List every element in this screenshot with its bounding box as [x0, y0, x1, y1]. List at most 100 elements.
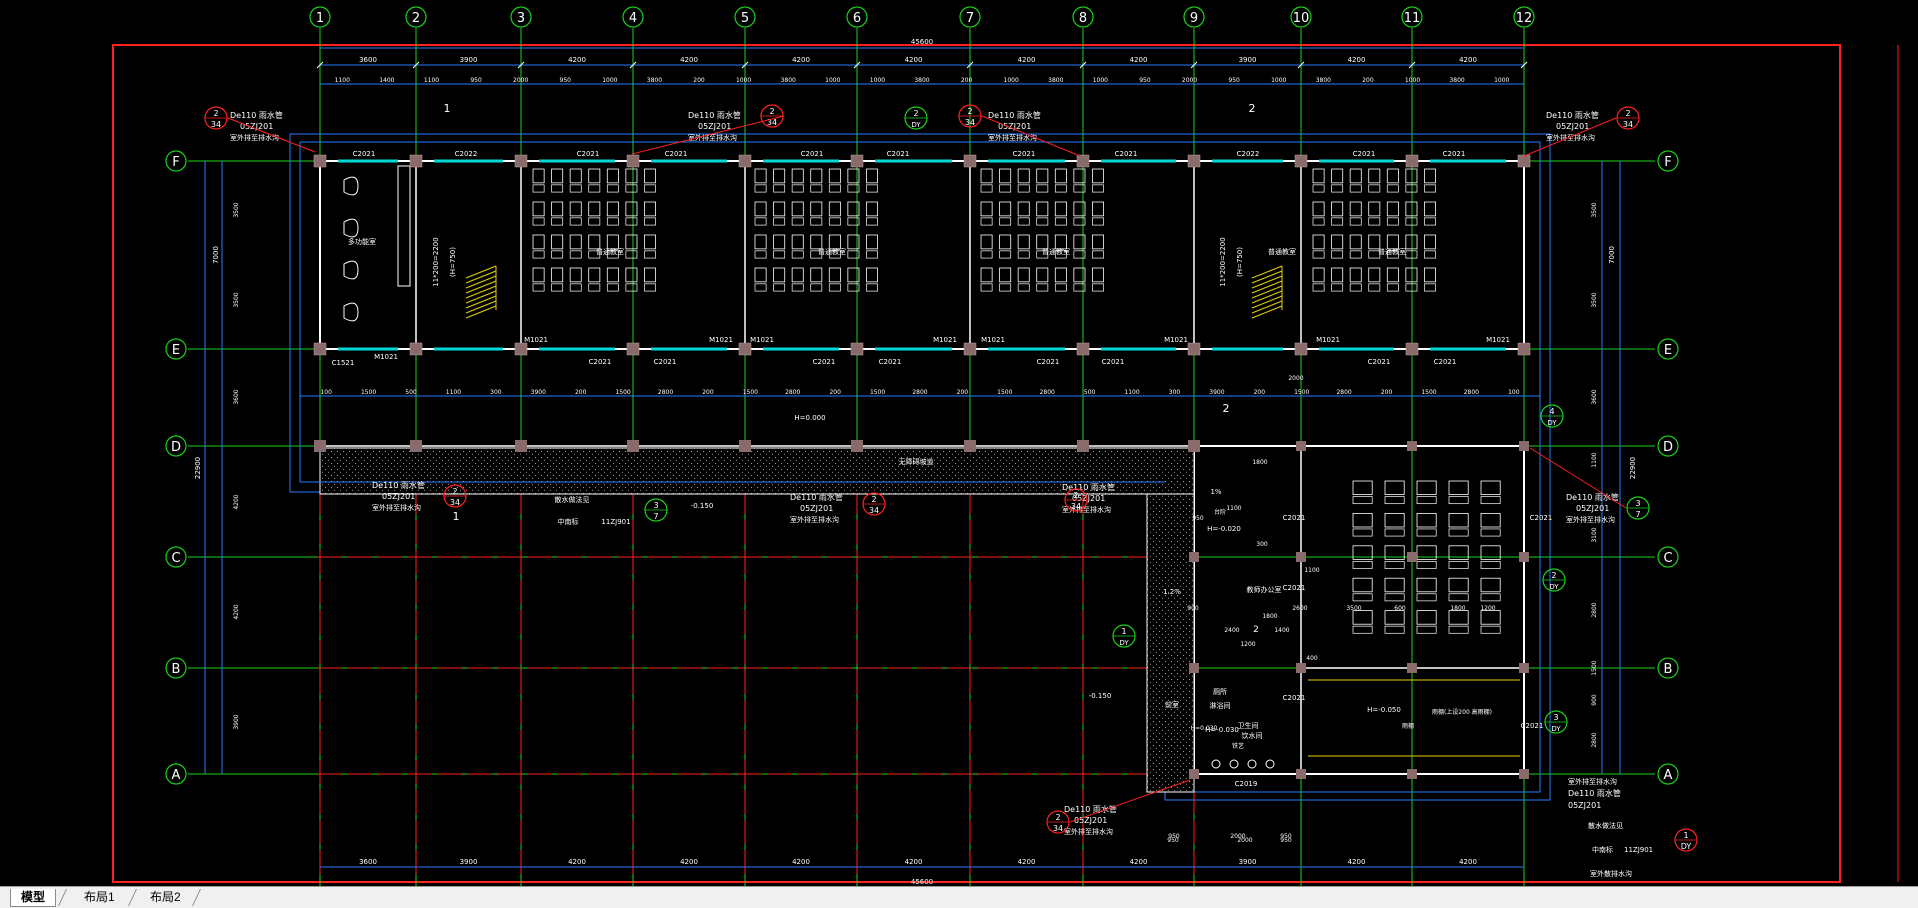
pipe-note: 室外排至排水沟 [1064, 827, 1113, 836]
dim-text: 300 [1169, 389, 1181, 396]
desk-chair [625, 250, 638, 259]
section-mark: 1 [453, 510, 460, 523]
desk [980, 168, 993, 184]
dim-text: 4200 [1348, 56, 1366, 64]
desk [1331, 168, 1344, 184]
callout-bottom: 34 [869, 506, 879, 515]
basin-fixture [1229, 759, 1239, 769]
column [1407, 552, 1417, 562]
axis-bubble-label: F [1664, 155, 1671, 170]
desk [1092, 234, 1104, 250]
desk-chair [625, 184, 638, 193]
stair-tread [1251, 265, 1283, 279]
tab-model[interactable]: 模型 [10, 889, 57, 907]
window-tag: C2022 [455, 150, 478, 158]
desk [1017, 234, 1030, 250]
desk [999, 168, 1012, 184]
desk [625, 201, 638, 217]
window-tag: C2021 [1037, 358, 1060, 366]
desk [625, 267, 638, 283]
desk [791, 168, 804, 184]
stair-tread [465, 300, 497, 314]
desk-chair [847, 283, 860, 292]
dim-text: 1500 [615, 389, 630, 396]
stair-tread [1251, 290, 1283, 304]
desk-chair [1480, 593, 1501, 602]
pipe-note: 05ZJ201 [1074, 816, 1107, 825]
desk [791, 234, 804, 250]
dim-text: 4200 [1130, 56, 1148, 64]
door-tag: M1021 [524, 336, 548, 344]
desk-chair [791, 283, 804, 292]
desk [606, 267, 619, 283]
tab-layout1[interactable]: 布局1 [84, 890, 115, 904]
desk [588, 168, 601, 184]
desk [1312, 267, 1325, 283]
dim-text: 2800 [658, 389, 673, 396]
desk-chair [1331, 184, 1344, 193]
column [851, 440, 863, 452]
tab-layout2[interactable]: 布局2 [150, 890, 181, 904]
desk-chair [551, 283, 564, 292]
desk [866, 168, 878, 184]
pipe-note: 05ZJ201 [1072, 494, 1105, 503]
desk [1448, 577, 1469, 593]
room-name: 前室 [1165, 700, 1179, 709]
axis-bubble-top [734, 6, 756, 28]
desk-chair [1054, 184, 1067, 193]
desk [1036, 267, 1049, 283]
desk [754, 267, 767, 283]
callout-bottom: 34 [1623, 120, 1633, 129]
stair-tread [1251, 305, 1283, 319]
stair-note: 11*200=2200 [1219, 237, 1227, 286]
dim-text: 3500 [233, 202, 240, 217]
callout-bottom: 7 [1635, 510, 1640, 519]
desk-chair [847, 217, 860, 226]
stair-note: 11*200=2200 [432, 237, 440, 286]
dim-tick [853, 61, 861, 69]
stair [465, 265, 497, 319]
pipe-note: De110 雨水管 [230, 110, 283, 120]
window-tag: C2021 [353, 150, 376, 158]
callout-top: 3 [653, 501, 658, 510]
column [1296, 552, 1306, 562]
misc-label: 1400 [1274, 627, 1289, 634]
axis-bubble-left [165, 657, 187, 679]
desk [1073, 201, 1086, 217]
axis-bubble-label: 5 [741, 11, 749, 26]
desk [1448, 545, 1469, 560]
desk-chair [791, 217, 804, 226]
dim-text: 4200 [1018, 56, 1036, 64]
desk-chair [1448, 625, 1469, 634]
basin-fixture [1265, 759, 1275, 769]
dim-text: 950 [1280, 837, 1292, 844]
door-tag: M1021 [1316, 336, 1340, 344]
misc-label: 1100 [1304, 567, 1319, 574]
dim-text: 1000 [602, 77, 617, 84]
desk [532, 201, 545, 217]
dim-text: 500 [405, 389, 417, 396]
desk-chair [1054, 283, 1067, 292]
desk-chair [606, 217, 619, 226]
desk-chair [625, 217, 638, 226]
desk [1405, 234, 1418, 250]
window-tag: C2021 [1283, 584, 1306, 592]
desk-chair [588, 184, 601, 193]
column [514, 154, 528, 168]
misc-label: 1800 [1252, 459, 1267, 466]
desk [828, 234, 841, 250]
desk [1352, 577, 1373, 593]
desk-chair [1384, 528, 1405, 537]
desk-chair [1312, 250, 1325, 259]
desk-chair [847, 184, 860, 193]
desk-chair [1448, 496, 1469, 505]
pipe-note: 室外排至排水沟 [1546, 133, 1595, 142]
column [409, 154, 423, 168]
misc-label: 950 [1280, 833, 1292, 840]
desk-chair [1416, 625, 1437, 634]
dim-text: 45600 [911, 38, 933, 46]
desk-chair [532, 217, 545, 226]
axis-bubble-label: B [172, 662, 181, 677]
